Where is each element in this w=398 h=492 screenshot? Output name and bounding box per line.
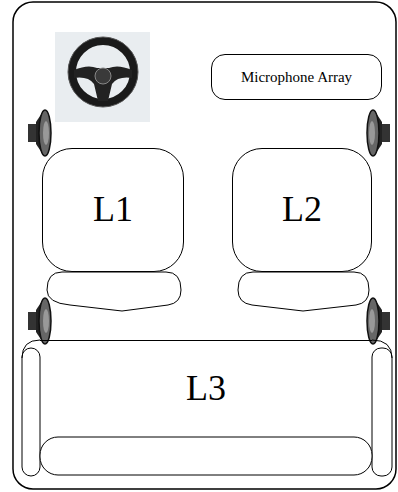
seat-cushion [238,272,369,311]
speaker-dome [43,121,49,145]
node-label: Microphone Array [241,69,352,86]
seat-label: L2 [282,190,322,230]
wheel-rim-edge [68,37,138,107]
microphone-array-box: Microphone Array [211,54,382,100]
car-outline [13,2,396,489]
steering-wheel [55,32,150,122]
speaker-face [367,110,379,156]
wheel-spokes [74,66,132,101]
seat-cushion [47,272,181,311]
rear-bench: L3 [40,340,372,436]
seat-back: L2 [232,148,372,272]
wheel-rim [72,41,134,103]
armrest [22,348,40,476]
armrest [372,348,392,476]
bench-cushion [40,437,372,475]
speaker-icon [367,110,390,156]
speaker-icon [367,298,390,344]
speaker-magnet [28,312,36,330]
speaker-face [39,110,51,156]
bench-corner [22,340,392,358]
speaker-icon [28,110,51,156]
speaker-dome [369,121,375,145]
seat-label: L3 [186,369,226,409]
speaker-face [39,298,51,344]
speaker-dome [369,309,375,333]
speaker-face [367,298,379,344]
speaker-dome [43,309,49,333]
seat-label: L1 [93,190,133,230]
speaker-icon [28,298,51,344]
speaker-magnet [382,312,390,330]
speaker-magnet [28,124,36,142]
speaker-magnet [382,124,390,142]
wheel-hub [95,68,111,84]
wheel-background [55,32,150,122]
seat-back: L1 [42,148,184,272]
